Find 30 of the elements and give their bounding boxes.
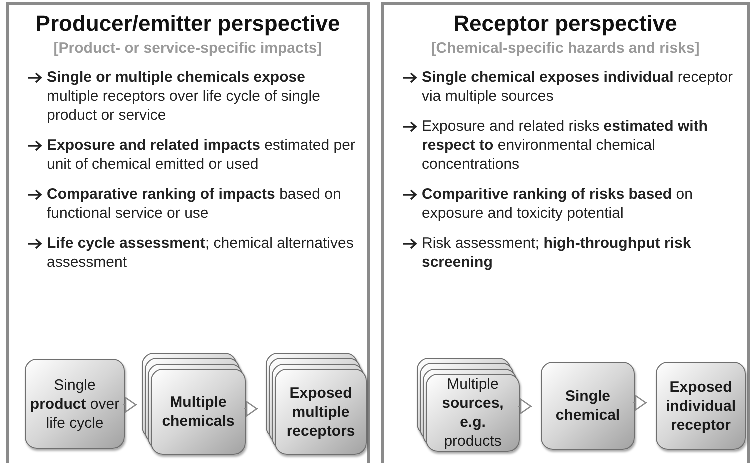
box-label: Exposed individual receptor: [664, 378, 737, 434]
bullet-text: Comparative ranking of impacts based on functional service or use: [47, 185, 342, 223]
panel-subtitle: [Product- or service-specific impacts]: [52, 39, 324, 59]
box-label: Single chemical: [554, 387, 622, 425]
box-label: Multiple chemicals: [161, 393, 236, 431]
chevron-arrow: [122, 397, 138, 413]
bullet-text: Exposure and related risks estimated with respect to environmental chemical concentrations: [422, 117, 709, 174]
bullet-text: Single or multiple chemicals expose multiple receptors over life cycle of single product or service: [47, 68, 322, 125]
perspective-panel: [6, 2, 370, 463]
process-box: [25, 359, 125, 449]
perspective-panel: [381, 2, 750, 463]
process-box: [541, 362, 635, 450]
process-box: [426, 374, 520, 452]
process-box: [656, 362, 746, 450]
bullet-text: Life cycle assessment; chemical alternatives assessment: [47, 234, 355, 272]
box-label: Exposed multiple receptors: [286, 384, 356, 440]
box-label: Single product over life cycle: [30, 376, 120, 432]
box-label: Multiple sources, e.g. products: [441, 375, 505, 451]
panel-subtitle: [Chemical-specific hazards and risks]: [430, 39, 701, 59]
chevron-arrow: [632, 395, 648, 411]
bullet-text: Risk assessment; high-throughput risk screening: [422, 234, 692, 272]
chevron-arrow: [244, 401, 258, 417]
chevron-arrow: [518, 398, 532, 414]
process-box: [151, 369, 246, 455]
bullet-text: Exposure and related impacts estimated per unit of chemical emitted or used: [47, 136, 356, 174]
bullet-text: Single chemical exposes individual receptor via multiple sources: [422, 68, 734, 106]
panel-title: Producer/emitter perspective: [34, 10, 342, 38]
bullet-text: Comparitive ranking of risks based on exposure and toxicity potential: [422, 185, 694, 223]
process-box: [275, 369, 367, 455]
panel-title: Receptor perspective: [452, 10, 678, 38]
